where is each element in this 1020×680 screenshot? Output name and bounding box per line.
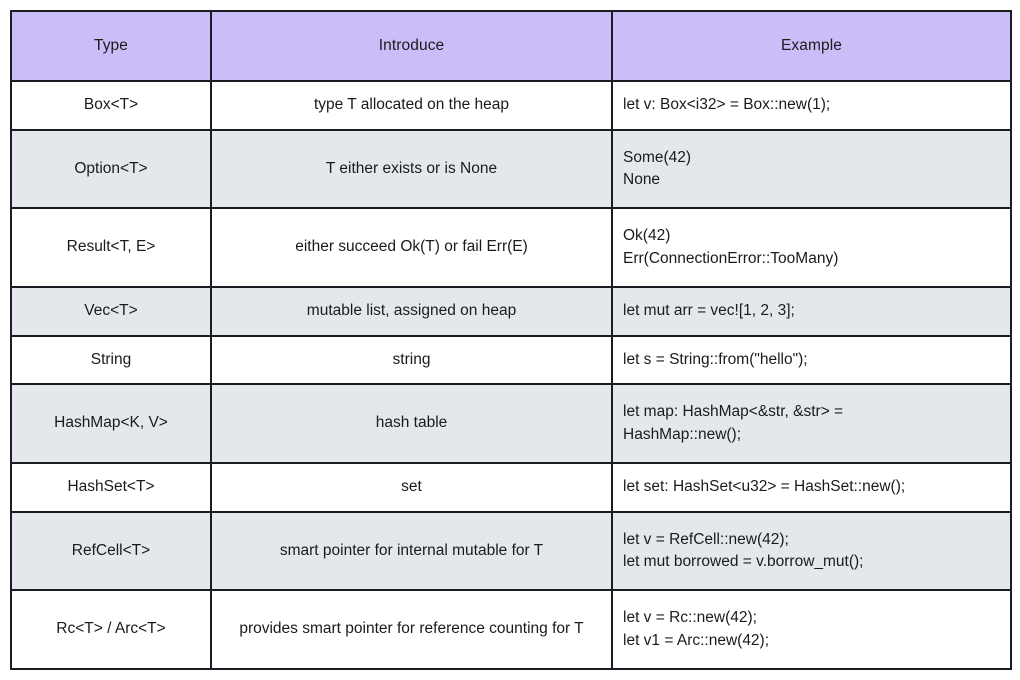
- column-header-example: Example: [611, 10, 1012, 82]
- cell-example: let v = Rc::new(42); let v1 = Arc::new(4…: [611, 589, 1012, 670]
- cell-type: HashSet<T>: [10, 461, 212, 513]
- cell-example: let v: Box<i32> = Box::new(1);: [611, 80, 1012, 131]
- cell-example: let mut arr = vec![1, 2, 3];: [611, 285, 1012, 337]
- cell-type: RefCell<T>: [10, 510, 212, 592]
- cell-example: Some(42) None: [611, 128, 1012, 210]
- cell-example: let v = RefCell::new(42); let mut borrow…: [611, 510, 1012, 592]
- cell-introduce: smart pointer for internal mutable for T: [210, 510, 613, 592]
- cell-example: let set: HashSet<u32> = HashSet::new();: [611, 461, 1012, 513]
- column-header-type: Type: [10, 10, 212, 82]
- cell-introduce: T either exists or is None: [210, 128, 613, 210]
- table-header-row: Type Introduce Example: [10, 10, 1012, 82]
- table-row: Result<T, E>either succeed Ok(T) or fail…: [10, 207, 1012, 288]
- cell-introduce: type T allocated on the heap: [210, 80, 613, 131]
- cell-introduce: provides smart pointer for reference cou…: [210, 589, 613, 670]
- cell-type: Result<T, E>: [10, 207, 212, 288]
- cell-type: Rc<T> / Arc<T>: [10, 589, 212, 670]
- cell-type: Option<T>: [10, 128, 212, 210]
- cell-type: HashMap<K, V>: [10, 383, 212, 464]
- cell-introduce: set: [210, 461, 613, 513]
- cell-introduce: hash table: [210, 383, 613, 464]
- cell-example: let map: HashMap<&str, &str> = HashMap::…: [611, 383, 1012, 464]
- cell-introduce: string: [210, 334, 613, 386]
- table-row: Rc<T> / Arc<T>provides smart pointer for…: [10, 589, 1012, 670]
- cell-example: let s = String::from("hello");: [611, 334, 1012, 386]
- cell-type: String: [10, 334, 212, 386]
- table-row: RefCell<T>smart pointer for internal mut…: [10, 510, 1012, 592]
- cell-type: Box<T>: [10, 80, 212, 131]
- cell-introduce: mutable list, assigned on heap: [210, 285, 613, 337]
- rust-types-table: Type Introduce Example Box<T>type T allo…: [10, 10, 1012, 670]
- cell-introduce: either succeed Ok(T) or fail Err(E): [210, 207, 613, 288]
- cell-type: Vec<T>: [10, 285, 212, 337]
- cell-example: Ok(42) Err(ConnectionError::TooMany): [611, 207, 1012, 288]
- column-header-introduce: Introduce: [210, 10, 613, 82]
- table-header: Type Introduce Example: [10, 10, 1012, 82]
